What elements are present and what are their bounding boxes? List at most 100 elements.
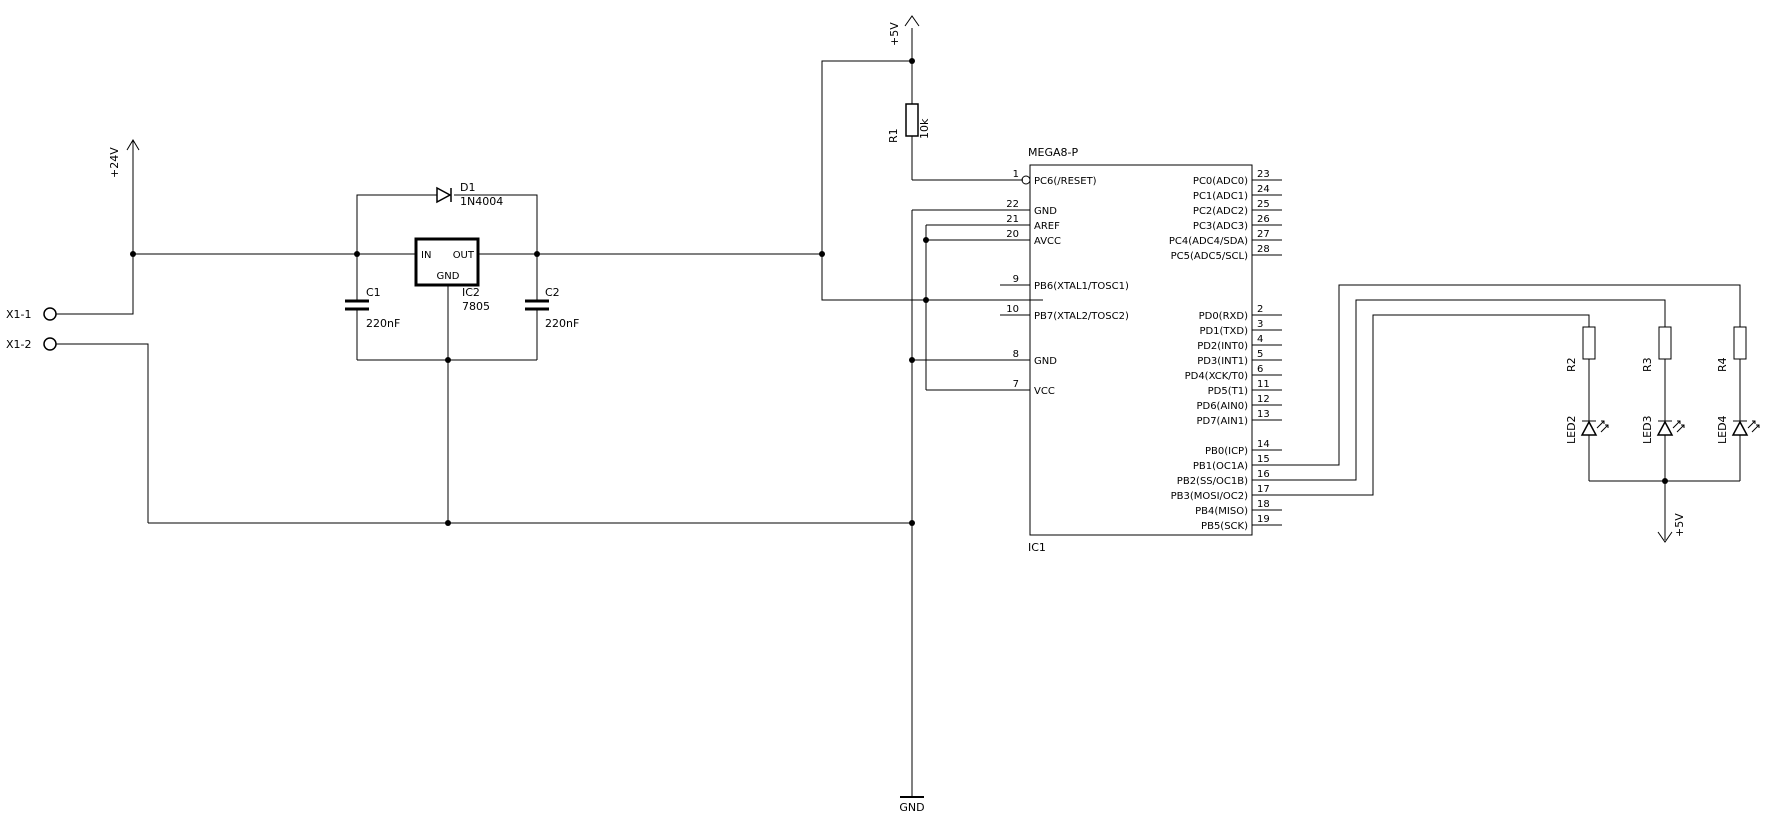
resistor-r2	[1582, 326, 1596, 360]
mcu-pin-label: PC6(/RESET)	[1034, 176, 1097, 187]
x1-2-label: X1-2	[6, 338, 32, 351]
mcu-pin-number: 3	[1257, 319, 1263, 330]
c2-value: 220nF	[545, 317, 579, 330]
mcu-pin-number: 15	[1257, 454, 1270, 465]
led-led2	[1580, 420, 1609, 436]
c2-name: C2	[545, 286, 560, 299]
led-label: LED4	[1716, 415, 1729, 444]
r1-name: R1	[887, 128, 900, 143]
mcu-pin-label: GND	[1034, 356, 1057, 367]
mcu-pin-label: PC3(ADC3)	[1193, 221, 1248, 232]
vcc24-label: +24V	[108, 147, 121, 178]
c1-value: 220nF	[366, 317, 400, 330]
led-led3	[1656, 420, 1685, 436]
mcu-pin-number: 23	[1257, 169, 1270, 180]
supply-5v-top: +5V	[888, 15, 920, 46]
mcu-pin-number: 9	[1013, 274, 1019, 285]
mcu-pin-number: 1	[1013, 169, 1019, 180]
led-led4	[1731, 420, 1760, 436]
mcu-pin-number: 24	[1257, 184, 1270, 195]
mcu-pin-number: 25	[1257, 199, 1270, 210]
mcu-pin-number: 17	[1257, 484, 1270, 495]
mcu-pin-label: PB3(MOSI/OC2)	[1171, 491, 1249, 502]
wires	[133, 28, 1043, 797]
mcu-pin-label: PB2(SS/OC1B)	[1177, 476, 1248, 487]
diode-d1: D1 1N4004	[436, 181, 503, 208]
mcu-pin-label: AREF	[1034, 221, 1060, 232]
mcu-pin-label: VCC	[1034, 386, 1055, 397]
mcu-pin-label: PD3(INT1)	[1197, 356, 1248, 367]
resistor-label: R3	[1641, 357, 1654, 372]
d1-name: D1	[460, 181, 475, 194]
mcu-pin-label: PB1(OC1A)	[1193, 461, 1248, 472]
mcu-left-pins: 1PC6(/RESET)22GND21AREF20AVCC9PB6(XTAL1/…	[1000, 169, 1129, 397]
mcu-pin-number: 13	[1257, 409, 1270, 420]
mcu-pin-number: 20	[1006, 229, 1019, 240]
ic2-value: 7805	[462, 300, 490, 313]
mcu-pin-number: 26	[1257, 214, 1270, 225]
mcu-pin-number: 8	[1013, 349, 1019, 360]
mcu-pin-label: PC1(ADC1)	[1193, 191, 1248, 202]
resistor-r1: R1 10k	[887, 103, 931, 143]
vcc5-led-label: +5V	[1673, 513, 1686, 537]
mcu-pin-label: PB0(ICP)	[1205, 446, 1248, 457]
mcu-pin-label: PB7(XTAL2/TOSC2)	[1034, 311, 1129, 322]
capacitor-c2: C2 220nF	[525, 286, 579, 330]
x1-1-label: X1-1	[6, 308, 32, 321]
mcu-pin-label: PD6(AIN0)	[1196, 401, 1248, 412]
mcu-pin-label: PB6(XTAL1/TOSC1)	[1034, 281, 1129, 292]
x1-1-terminal	[43, 307, 57, 321]
mcu-pin-label: PD2(INT0)	[1197, 341, 1248, 352]
mcu-name-label: IC1	[1028, 541, 1046, 554]
d1-value: 1N4004	[460, 195, 503, 208]
mcu-pin-number: 10	[1006, 304, 1019, 315]
resistor-r3	[1658, 326, 1672, 360]
mcu-pin-number: 12	[1257, 394, 1270, 405]
mcu-pin-label: PD5(T1)	[1208, 386, 1248, 397]
x1-2-terminal	[43, 337, 57, 351]
gnd-symbol: GND	[899, 796, 925, 814]
ic2-in-label: IN	[421, 250, 431, 261]
led-label: LED3	[1641, 415, 1654, 444]
mcu-pin-label: GND	[1034, 206, 1057, 217]
c1-name: C1	[366, 286, 381, 299]
mcu-pin-number: 18	[1257, 499, 1270, 510]
resistor-label: R4	[1716, 357, 1729, 372]
resistor-label: R2	[1565, 357, 1578, 372]
reset-inversion-bubble	[1021, 175, 1031, 185]
mcu-pin-number: 22	[1006, 199, 1019, 210]
mcu-pin-label: PD7(AIN1)	[1196, 416, 1248, 427]
mcu-part-label: MEGA8-P	[1028, 146, 1078, 159]
capacitor-c1: C1 220nF	[345, 286, 400, 330]
mcu-pin-label: PB4(MISO)	[1195, 506, 1248, 517]
mcu-pin-number: 11	[1257, 379, 1270, 390]
mcu-pin-number: 14	[1257, 439, 1270, 450]
mcu-pin-number: 2	[1257, 304, 1263, 315]
mcu-pin-label: PC4(ADC4/SDA)	[1169, 236, 1248, 247]
